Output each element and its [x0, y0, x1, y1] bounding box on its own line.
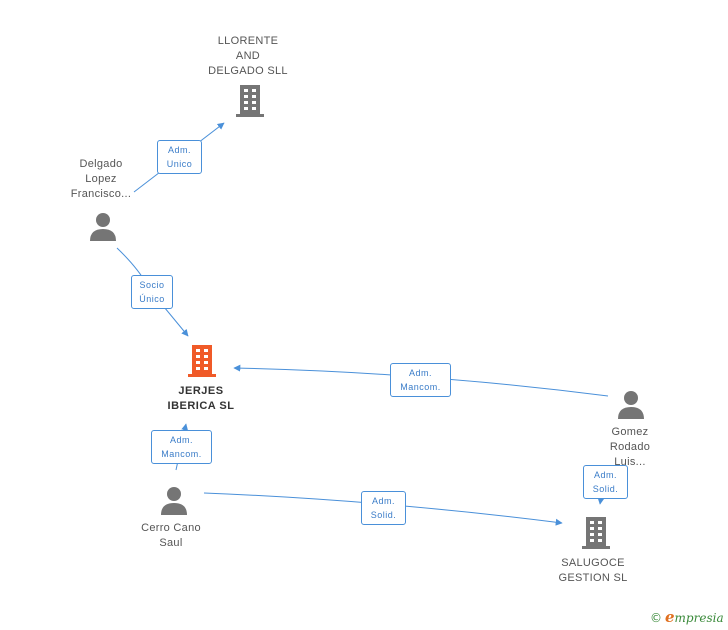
- company-label-salugoce[interactable]: SALUGOCE GESTION SL: [558, 557, 628, 584]
- person-label-gomez[interactable]: Gomez Rodado Luis...: [609, 426, 651, 468]
- person-icon[interactable]: [617, 390, 645, 420]
- building-icon[interactable]: [234, 84, 266, 118]
- person-label-delgado[interactable]: Delgado Lopez Francisco...: [70, 158, 132, 200]
- brand-initial: e: [665, 608, 675, 626]
- empresia-logo: ©empresia: [650, 608, 724, 626]
- company-label-llorente[interactable]: LLORENTE AND DELGADO SLL: [208, 35, 288, 77]
- relation-badge-adm-unico[interactable]: Adm. Unico: [157, 140, 202, 174]
- relation-badge-adm-solid[interactable]: Adm. Solid.: [361, 491, 406, 525]
- person-label-cerro[interactable]: Cerro Cano Saul: [141, 522, 201, 549]
- person-icon[interactable]: [89, 212, 117, 242]
- building-main-icon[interactable]: [186, 344, 218, 378]
- relation-badge-adm-solid[interactable]: Adm. Solid.: [583, 465, 628, 499]
- relation-badge-adm-mancom[interactable]: Adm. Mancom.: [151, 430, 212, 464]
- person-icon[interactable]: [160, 486, 188, 516]
- brand-name: mpresia: [674, 611, 724, 625]
- building-icon[interactable]: [580, 516, 612, 550]
- relation-badge-socio-unico[interactable]: Socio Único: [131, 275, 173, 309]
- copyright-symbol: ©: [650, 611, 662, 625]
- company-label-jerjes[interactable]: JERJES IBERICA SL: [167, 385, 235, 412]
- relation-badge-adm-mancom[interactable]: Adm. Mancom.: [390, 363, 451, 397]
